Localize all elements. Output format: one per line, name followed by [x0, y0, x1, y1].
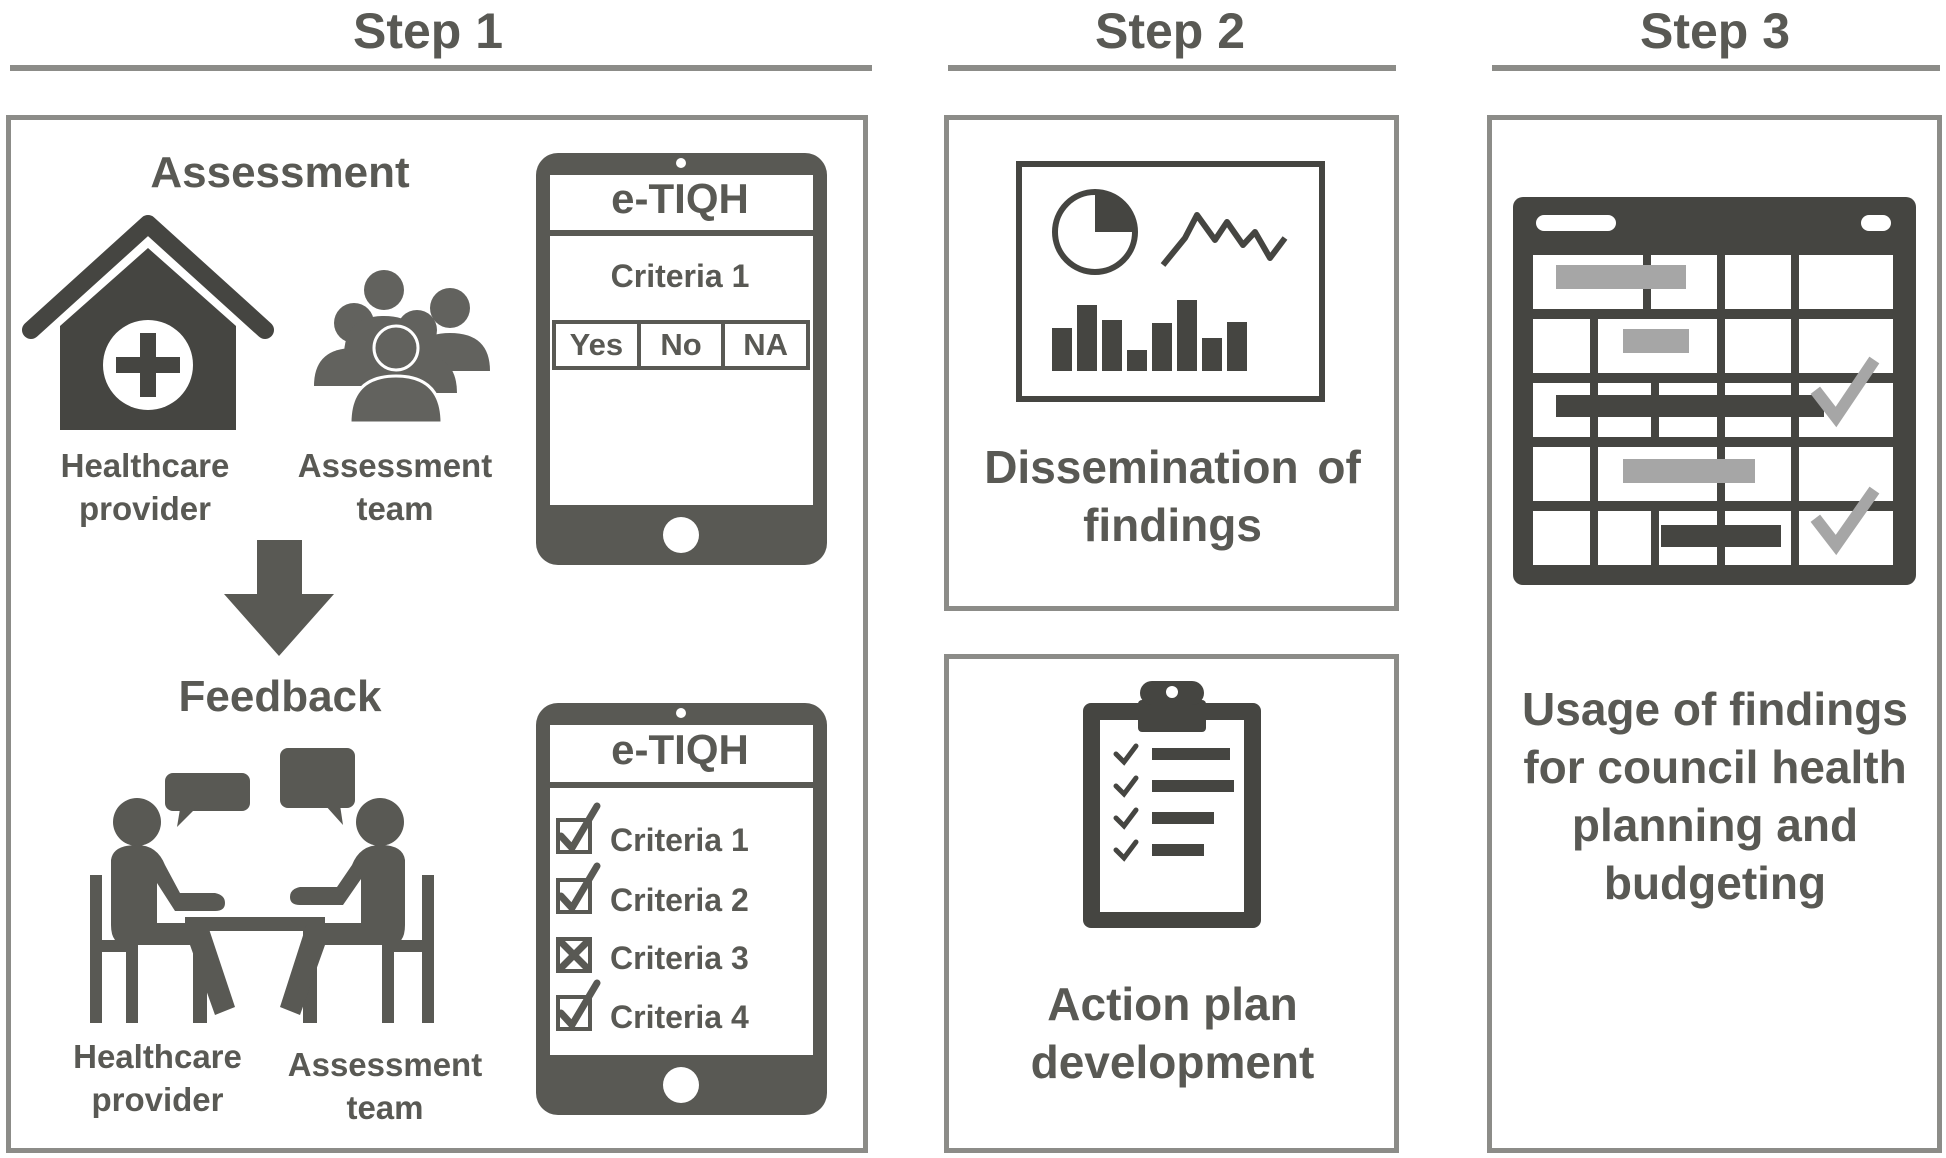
criteria-3-label: Criteria 3 [610, 940, 749, 976]
assessment-team-label: Assessment team [297, 447, 493, 527]
step3-rule [1492, 65, 1940, 71]
tablet-assessment [536, 153, 827, 565]
house-plus-icon [22, 215, 274, 430]
check-icon [557, 802, 601, 852]
criteria-1-label: Criteria 1 [610, 822, 749, 858]
check-icon [557, 979, 601, 1029]
clipboard-checklist-icon [1083, 681, 1261, 928]
option-no[interactable]: No [641, 324, 726, 366]
answer-options: Yes No NA [552, 320, 810, 370]
step2-title: Step 2 [1094, 3, 1246, 59]
tablet-top-criteria: Criteria 1 [610, 258, 750, 294]
option-na[interactable]: NA [743, 327, 789, 362]
step3-title: Step 3 [1639, 3, 1791, 59]
action-plan-label: Action plan development [1030, 978, 1315, 1088]
meeting-icon [90, 748, 434, 1023]
step1-title: Step 1 [352, 3, 504, 59]
down-arrow-icon [224, 540, 334, 656]
cross-icon [558, 939, 590, 971]
feedback-team-label: Assessment team [287, 1046, 483, 1126]
gantt-calendar-icon [1513, 197, 1916, 585]
option-yes[interactable]: Yes [556, 324, 641, 366]
criteria-2-label: Criteria 2 [610, 882, 749, 918]
usage-label: Usage of findings for council health pla… [1522, 683, 1908, 909]
tablet-feedback [536, 703, 827, 1115]
feedback-healthcare-provider-label: Healthcare provider [73, 1038, 242, 1118]
criteria-4-label: Criteria 4 [610, 999, 749, 1035]
dissemination-label: Dissemination of findings [984, 441, 1361, 551]
group-icon [314, 270, 490, 425]
feedback-heading: Feedback [178, 672, 382, 721]
check-icon [1810, 356, 1880, 428]
dashboard-icon [1016, 161, 1325, 402]
tablet-bottom-app-name: e-TIQH [611, 726, 749, 773]
step1-rule [10, 65, 872, 71]
criteria-marks [556, 802, 601, 1031]
assessment-healthcare-provider-label: Healthcare provider [60, 447, 230, 527]
tablet-top-app-name: e-TIQH [611, 175, 749, 222]
check-icon [557, 862, 601, 912]
check-icon [1810, 486, 1880, 556]
step2-rule [948, 65, 1396, 71]
assessment-heading: Assessment [150, 148, 410, 197]
